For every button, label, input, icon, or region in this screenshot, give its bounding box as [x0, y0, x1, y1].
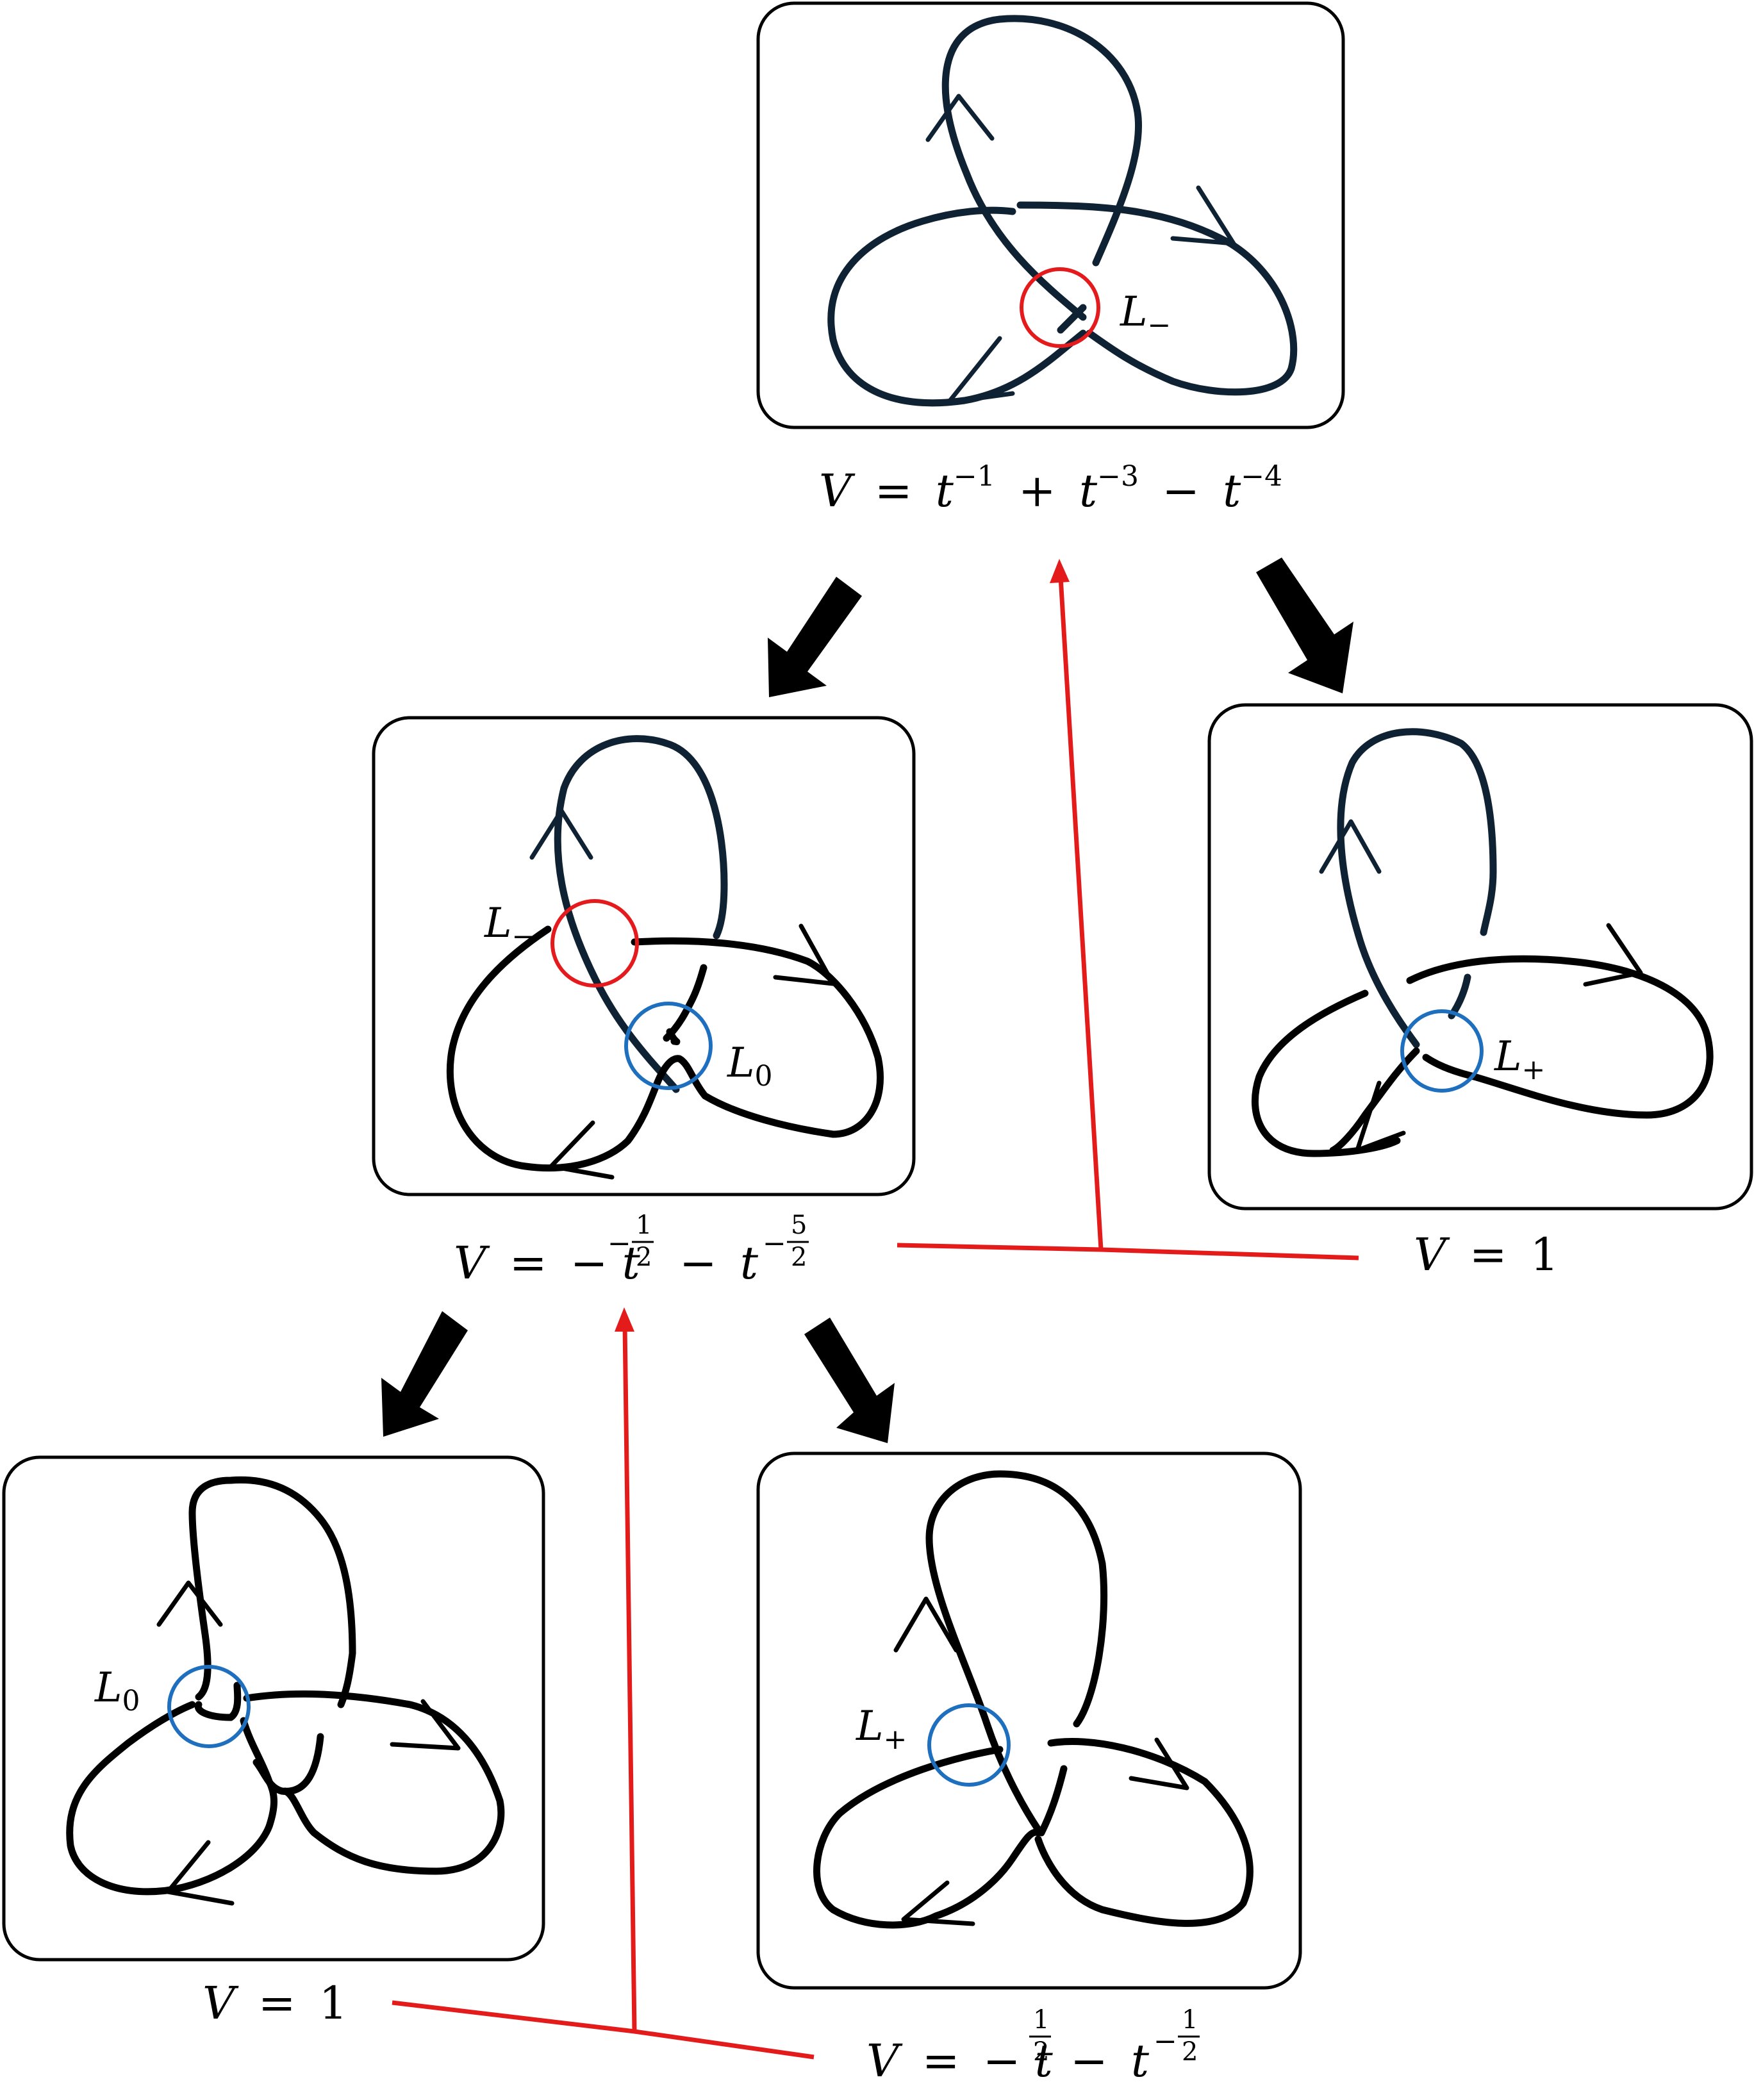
- arrow-to-bottom-right: [804, 1318, 895, 1443]
- arrow-to-middle-right: [1256, 558, 1353, 693]
- svg-text:− t: − t: [679, 1237, 759, 1289]
- svg-text:V = 1: V = 1: [203, 1977, 347, 2030]
- top-panel-frame: [756, 1, 1345, 429]
- bottom-left-arrowhead-right: [390, 1699, 461, 1751]
- bottom-right-knot-panel: L+: [756, 1451, 1302, 1990]
- bottom-left-zero-crossing-ring: [167, 1665, 251, 1748]
- bottom-right-jones-polynomial: V = − t 1 2 − t − 1 2: [866, 2005, 1200, 2087]
- bottom-left-knot-panel: L0: [2, 1455, 545, 1962]
- skein-line-bottom-level: [392, 2000, 815, 2060]
- bottom-left-arrowhead-up: [156, 1580, 223, 1627]
- middle-right-jones-polynomial: V = 1: [1414, 1228, 1559, 1281]
- top-arrowhead-down: [946, 336, 1015, 405]
- svg-text:5: 5: [791, 1211, 807, 1240]
- skein-arrow-head-to-top: [1050, 559, 1070, 583]
- bottom-right-crossing-label: L+: [856, 1703, 907, 1756]
- top-crossing-label: L−: [1120, 288, 1171, 342]
- middle-right-arrowhead-down: [1355, 1080, 1406, 1153]
- svg-text:1: 1: [1182, 2005, 1198, 2035]
- middle-left-panel-frame: [372, 716, 916, 1196]
- svg-text:1: 1: [1033, 2005, 1049, 2035]
- skein-arrow-shaft-to-top: [1058, 576, 1104, 1250]
- top-trefoil-knot: [827, 15, 1298, 407]
- middle-left-arrowhead-right: [773, 923, 836, 986]
- arrow-to-bottom-left: [381, 1311, 468, 1437]
- middle-left-knot-panel: L− L0: [372, 716, 916, 1196]
- middle-left-arrowhead-down: [549, 1120, 615, 1180]
- middle-right-positive-crossing-ring: [1400, 1009, 1484, 1093]
- bottom-right-knot: [813, 1470, 1253, 1929]
- bottom-right-arrowhead-down: [901, 1880, 975, 1926]
- svg-text:V = t−1 +: V = t−1 + t−3 − t−4: [819, 444, 1282, 517]
- middle-left-crossing-label-b: L0: [727, 1039, 773, 1093]
- middle-right-arrowhead-up: [1319, 819, 1382, 874]
- top-negative-crossing-ring: [1020, 267, 1100, 348]
- top-knot-panel: L−: [756, 1, 1345, 429]
- top-arrowhead-right: [1170, 185, 1236, 246]
- bottom-left-jones-polynomial: V = 1: [203, 1977, 347, 2030]
- bottom-left-knot: [66, 1476, 505, 1896]
- bottom-left-crossing-label: L0: [94, 1664, 140, 1717]
- top-jones-polynomial: V = t−1 + t−3 − t−4: [819, 444, 1282, 517]
- svg-text:V = − t: V = − t: [866, 2035, 1054, 2087]
- svg-text:V = 1: V = 1: [1414, 1228, 1559, 1281]
- bottom-right-panel-frame: [756, 1451, 1302, 1990]
- bottom-right-arrowhead-right: [1129, 1737, 1189, 1790]
- middle-right-crossing-label: L+: [1494, 1033, 1545, 1086]
- svg-text:2: 2: [791, 1243, 807, 1272]
- bottom-right-arrowhead-up: [893, 1596, 959, 1653]
- svg-text:2: 2: [1182, 2037, 1198, 2067]
- bottom-left-arrowhead-down: [165, 1840, 235, 1906]
- middle-left-knot: [446, 735, 884, 1172]
- svg-text:V = − t: V = − t: [454, 1237, 641, 1289]
- middle-right-arrowhead-right: [1583, 923, 1643, 987]
- middle-left-negative-crossing-ring: [550, 899, 639, 988]
- svg-text:2: 2: [1033, 2037, 1049, 2067]
- skein-arrow-head-to-middle: [615, 1307, 634, 1332]
- skein-arrow-shaft-to-middle: [622, 1325, 637, 2032]
- bottom-right-positive-crossing-ring: [927, 1703, 1011, 1787]
- svg-text:−: −: [763, 1227, 786, 1260]
- top-arrowhead-up: [925, 94, 995, 142]
- svg-text:−: −: [608, 1227, 631, 1260]
- bottom-left-panel-frame: [2, 1455, 545, 1962]
- middle-left-arrowhead-up: [529, 808, 593, 860]
- middle-left-crossing-label-a: L−: [484, 900, 535, 953]
- svg-text:2: 2: [636, 1243, 652, 1272]
- skein-line-middle-level: [897, 1243, 1359, 1261]
- middle-left-jones-polynomial: V = − t − 1 2 − t − 5 2: [454, 1211, 809, 1289]
- middle-right-knot-panel: L+: [1207, 703, 1753, 1211]
- svg-text:− t: − t: [1070, 2035, 1150, 2087]
- middle-left-zero-crossing-ring: [624, 1002, 713, 1090]
- arrow-to-middle-left: [768, 577, 862, 697]
- svg-text:1: 1: [636, 1211, 652, 1240]
- svg-text:−: −: [1154, 2025, 1177, 2058]
